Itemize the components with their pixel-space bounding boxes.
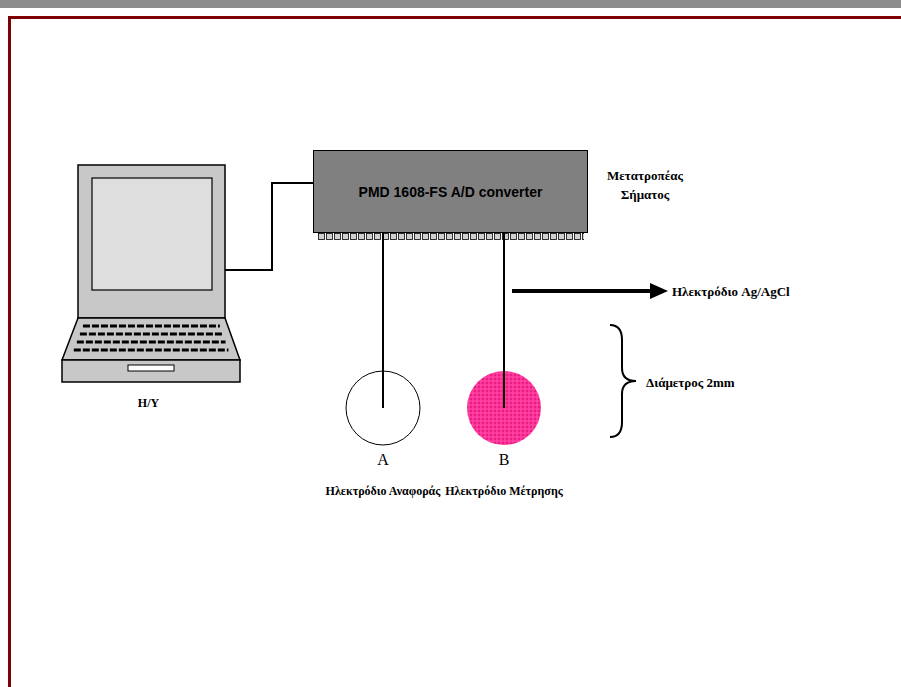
electrode-label: Ηλεκτρόδιο Αναφοράς <box>326 482 441 500</box>
leader-arrow <box>512 289 652 293</box>
signal-wire <box>225 183 313 270</box>
dimension-label: Διάμετρος 2mm <box>646 373 846 392</box>
electrode-type-label: Ηλεκτρόδιο Ag/AgCl <box>672 282 872 301</box>
callout-letter: A <box>377 450 389 470</box>
computer-icon: H/Y <box>58 160 225 415</box>
computer-label: H/Y <box>72 396 225 415</box>
measuring-electrode: B Ηλεκτρόδιο Μέτρησης <box>439 370 569 500</box>
laptop-drawing <box>58 160 225 390</box>
electrode-label: Ηλεκτρόδιο Μέτρησης <box>445 482 563 500</box>
callout-letter: B <box>499 450 510 470</box>
frame-top <box>8 16 901 19</box>
curly-bracket <box>610 325 636 437</box>
converter-box: PMD 1608-FS A/D converter <box>313 150 588 233</box>
frame-left <box>8 16 11 687</box>
leader-arrow-head <box>650 283 668 299</box>
device-name: PMD 1608-FS A/D converter <box>359 184 543 200</box>
reference-electrode: A Ηλεκτρόδιο Αναφοράς <box>318 370 448 500</box>
converter-caption: Μετατροπέας Σήματος <box>592 166 698 204</box>
connector-pins <box>318 233 584 240</box>
electrode-disc <box>466 370 542 446</box>
signal-wire <box>382 233 384 370</box>
electrode-disc <box>345 370 421 446</box>
signal-wire <box>503 233 505 370</box>
top-bar <box>0 0 901 8</box>
